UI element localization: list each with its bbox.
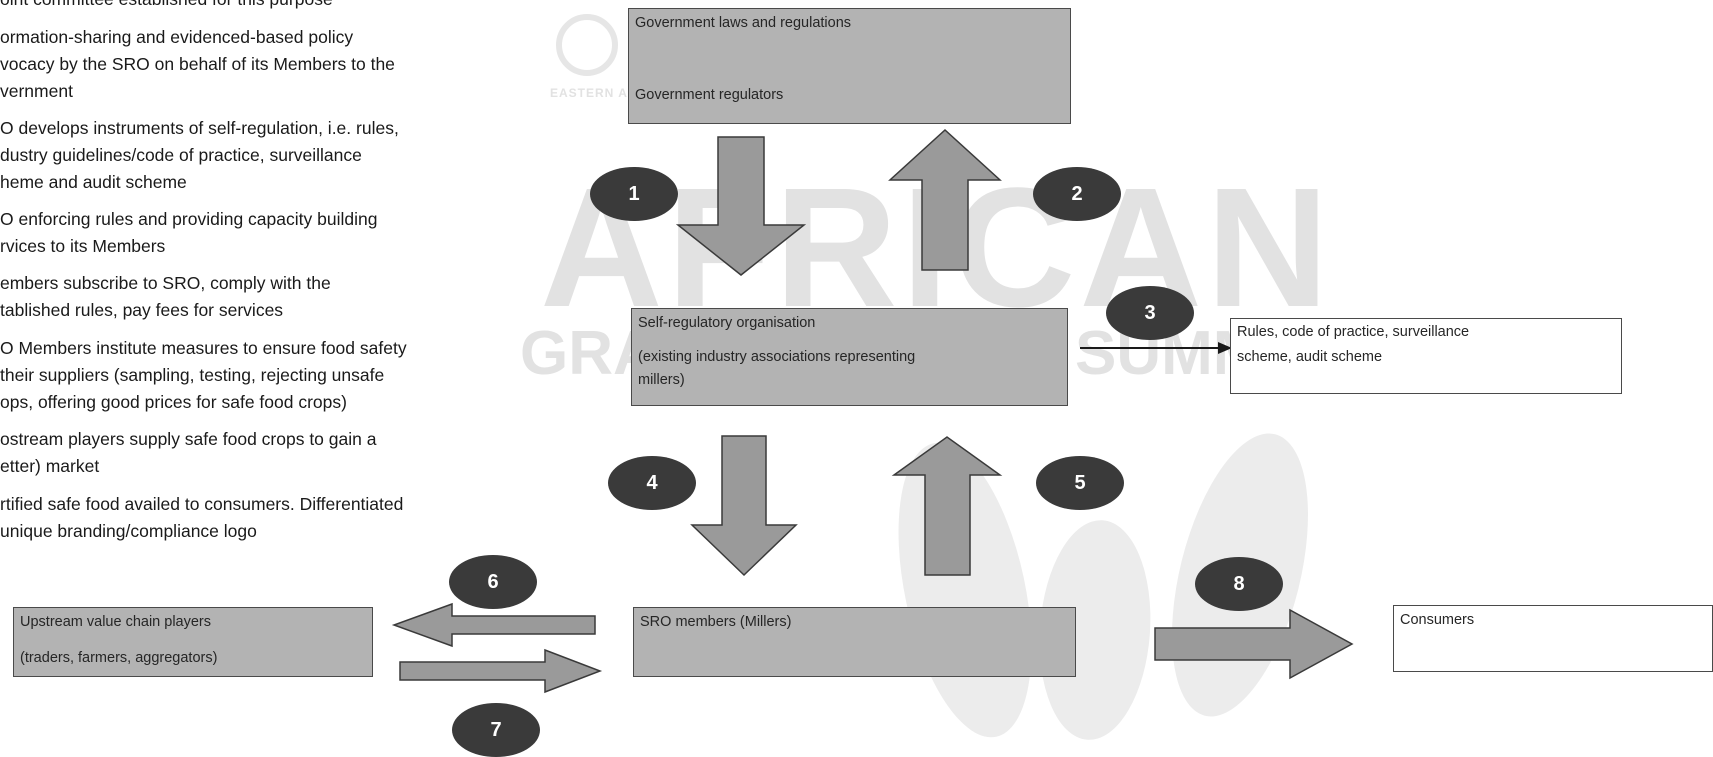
step-number-5: 5	[1036, 456, 1124, 510]
arrow-4-down	[690, 435, 798, 577]
consumers-box: Consumers	[1393, 605, 1713, 672]
step-text-line: dustry guidelines/code of practice, surv…	[0, 145, 362, 165]
step-number-8: 8	[1195, 557, 1283, 611]
arrow-6-left	[391, 602, 596, 648]
step-text-line: ops, offering good prices for safe food …	[0, 392, 347, 412]
step-text-line: heme and audit scheme	[0, 172, 187, 192]
step-text-line: vocacy by the SRO on behalf of its Membe…	[0, 54, 395, 74]
step-number-4: 4	[608, 456, 696, 510]
step-number-1: 1	[590, 167, 678, 221]
sro-description: (existing industry associations represen…	[638, 349, 916, 365]
step-text-line: tablished rules, pay fees for services	[0, 300, 284, 320]
step-text-line: their suppliers (sampling, testing, reje…	[0, 365, 385, 385]
upstream-title: Upstream value chain players	[20, 614, 212, 630]
arrow-1-down	[675, 136, 807, 276]
rules-box: Rules, code of practice, surveillance sc…	[1230, 318, 1622, 394]
step-number-2: 2	[1033, 167, 1121, 221]
rules-line1: Rules, code of practice, surveillance	[1237, 324, 1470, 340]
step-text-line: rtified safe food availed to consumers. …	[0, 494, 404, 514]
step-text-line: O enforcing rules and providing capacity…	[0, 209, 378, 229]
sro-title: Self-regulatory organisation	[638, 315, 816, 331]
step-text-line: vernment	[0, 81, 73, 101]
step-text-line: oint committee established for this purp…	[0, 0, 333, 13]
step-text-line: unique branding/compliance logo	[0, 521, 257, 541]
step-text-line: ormation-sharing and evidenced-based pol…	[0, 27, 354, 47]
step-number-3: 3	[1106, 286, 1194, 340]
step-text-line: O Members institute measures to ensure f…	[0, 338, 407, 358]
rules-line2: scheme, audit scheme	[1237, 349, 1383, 365]
step-number-7: 7	[452, 703, 540, 757]
consumers-title: Consumers	[1400, 612, 1475, 628]
step-text-line: embers subscribe to SRO, comply with the	[0, 273, 331, 293]
arrow-7-right	[399, 648, 603, 694]
sro-description-cont: millers)	[638, 372, 685, 388]
government-regulators-label: Government regulators	[635, 87, 784, 103]
government-box: Government laws and regulations Governme…	[628, 8, 1071, 124]
members-title: SRO members (Millers)	[640, 614, 792, 630]
government-laws-label: Government laws and regulations	[635, 15, 852, 31]
step-text-line: O develops instruments of self-regulatio…	[0, 118, 399, 138]
sro-box: Self-regulatory organisation (existing i…	[631, 308, 1068, 406]
step-text-line: rvices to its Members	[0, 236, 166, 256]
step-text-line: etter) market	[0, 456, 100, 476]
arrow-5-up	[891, 436, 1003, 576]
step-text-line: ostream players supply safe food crops t…	[0, 429, 377, 449]
arrow-3-head	[1218, 342, 1232, 354]
upstream-box: Upstream value chain players (traders, f…	[13, 607, 373, 677]
step-number-6: 6	[449, 555, 537, 609]
arrow-2-up	[888, 128, 1002, 271]
upstream-description: (traders, farmers, aggregators)	[20, 650, 218, 666]
members-box: SRO members (Millers)	[633, 607, 1076, 677]
watermark-logo-emblem	[556, 14, 618, 76]
arrow-8-right	[1154, 608, 1354, 680]
